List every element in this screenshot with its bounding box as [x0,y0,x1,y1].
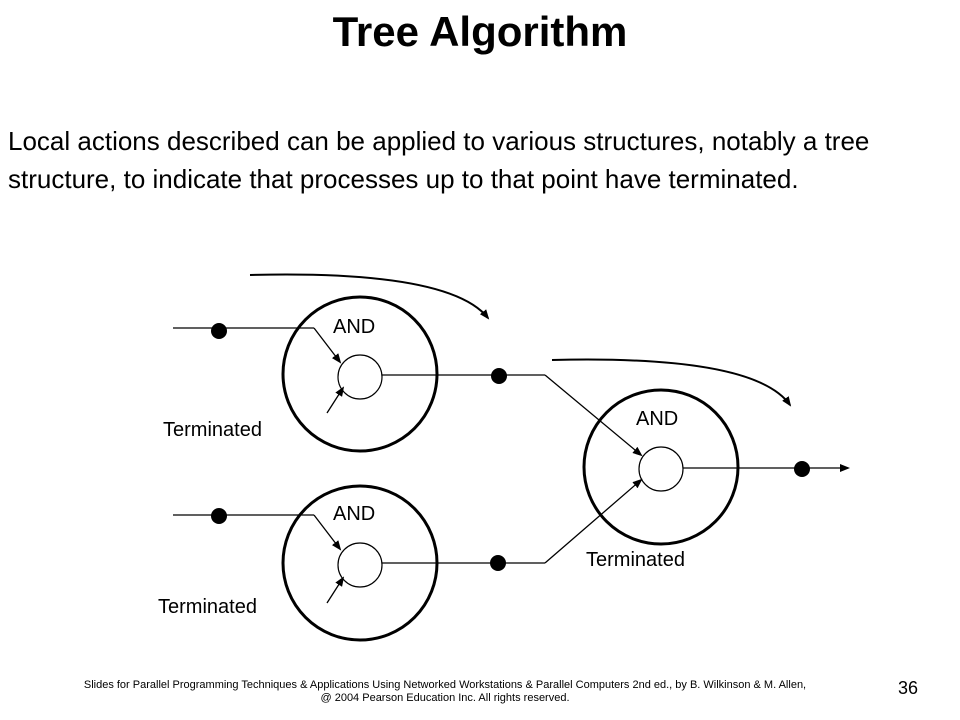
and-gate-root: AND Terminated [544,374,850,571]
and-gate-bottom-inner [337,542,383,588]
token-dot [794,461,810,477]
and-gate-root-circle [582,388,740,546]
and-gate-top-inner [337,354,383,400]
slide-footer: Slides for Parallel Programming Techniqu… [30,679,860,705]
footer-copyright-line: @ 2004 Pearson Education Inc. All rights… [320,692,570,704]
slide-body-text: Local actions described can be applied t… [8,126,870,194]
footer-credit-line: Slides for Parallel Programming Techniqu… [83,679,807,691]
flow-arrow-right [551,358,792,407]
input-arrow-root-2 [544,478,643,564]
token-dot [490,555,506,571]
slide-title: Tree Algorithm [332,8,628,55]
and-gate-top: AND Terminated [163,295,545,453]
token-dot [211,323,227,339]
and-gate-top-label: AND [333,316,375,338]
input-arrow-bottom-2 [326,576,345,604]
page-number: 36 [898,678,919,698]
token-dot [211,508,227,524]
input-arrow-bottom-1 [313,514,342,551]
input-arrow-top-1 [313,327,342,364]
input-arrow-top-2 [326,386,345,414]
input-arrow-root-1 [544,374,643,457]
and-gate-root-inner [638,446,684,492]
terminated-label-top: Terminated [163,419,262,441]
and-gate-top-circle [281,295,439,453]
and-gate-bottom: AND Terminated [158,484,545,642]
and-gate-bottom-label: AND [333,503,375,525]
flow-arrow-top [249,273,490,320]
and-gate-root-label: AND [636,408,678,430]
terminated-label-bottom: Terminated [158,596,257,618]
token-dot [491,368,507,384]
terminated-label-root: Terminated [586,549,685,571]
